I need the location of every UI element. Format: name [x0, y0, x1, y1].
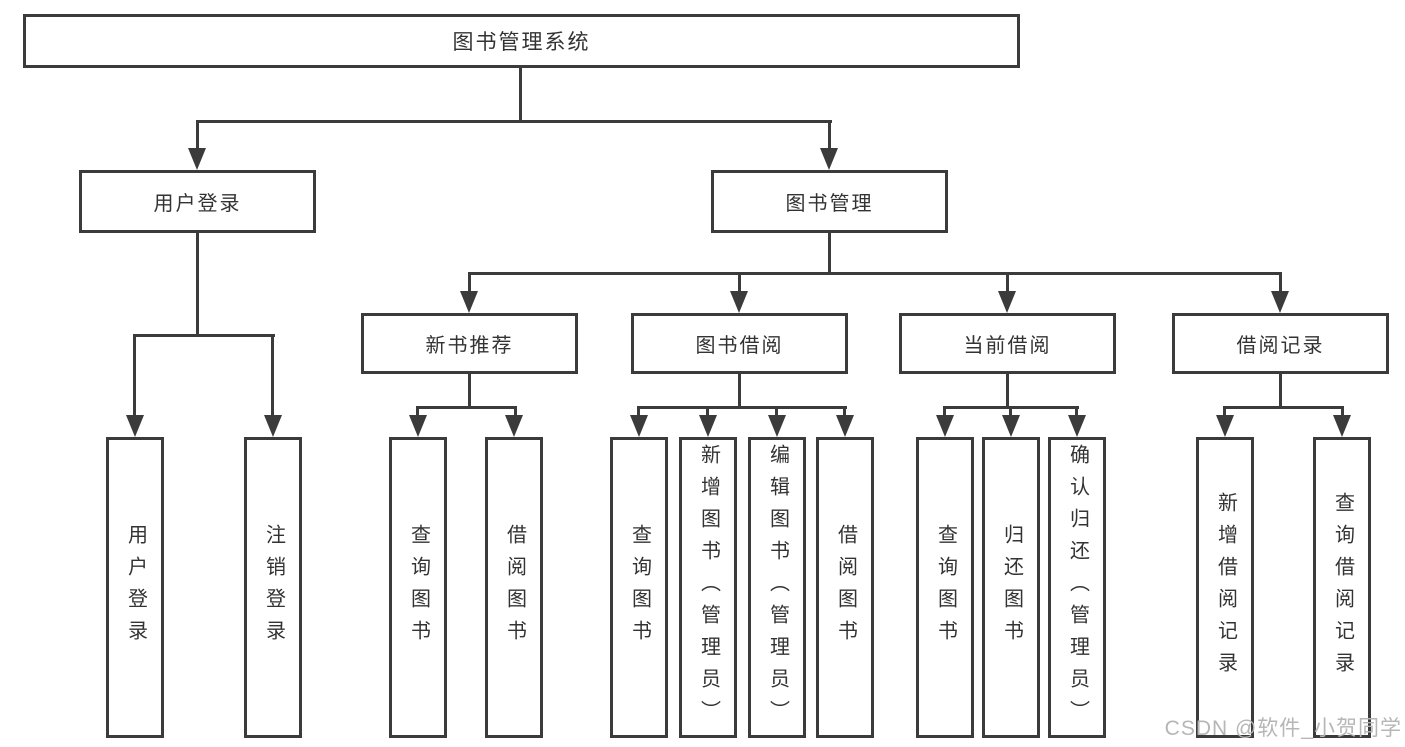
node-current-borrow: 当前借阅 [899, 313, 1116, 374]
leaf-confirm-return-admin: 确认归还（管理员） [1048, 437, 1106, 738]
arrow-down-icon [126, 415, 144, 437]
leaf-edit-book-admin-label: 编辑图书（管理员） [766, 443, 789, 732]
leaf-add-book-admin-label: 新增图书（管理员） [697, 443, 720, 732]
arrow-down-icon [1002, 415, 1020, 437]
leaf-logout-label: 注销登录 [262, 523, 285, 652]
arrow-down-icon [1216, 415, 1234, 437]
leaf-add-borrow-record: 新增借阅记录 [1196, 437, 1254, 738]
connector-line [828, 120, 831, 152]
node-new-book-recommend: 新书推荐 [361, 313, 578, 374]
leaf-logout: 注销登录 [244, 437, 302, 738]
connector-line [943, 406, 946, 419]
leaf-query-books-borrow-label: 查询图书 [628, 523, 651, 652]
connector-line [1341, 406, 1344, 419]
connector-line [271, 334, 274, 419]
leaf-borrow-books-borrow: 借阅图书 [816, 437, 874, 738]
leaf-query-borrow-record: 查询借阅记录 [1313, 437, 1371, 738]
connector-line [1279, 374, 1282, 409]
connector-line [133, 334, 136, 419]
connector-line [1009, 406, 1012, 419]
connector-line [1075, 406, 1078, 419]
connector-line [468, 272, 1282, 275]
arrow-down-icon [1333, 415, 1351, 437]
node-borrow-records: 借阅记录 [1172, 313, 1389, 374]
arrow-down-icon [1271, 291, 1289, 313]
connector-line [1279, 272, 1282, 294]
arrow-down-icon [998, 291, 1016, 313]
arrow-down-icon [768, 415, 786, 437]
connector-line [637, 406, 847, 409]
node-book-borrow-label: 图书借阅 [695, 335, 784, 357]
leaf-query-borrow-record-label: 查询借阅记录 [1331, 491, 1354, 684]
leaf-user-login: 用户登录 [106, 437, 164, 738]
connector-line [775, 406, 778, 419]
connector-line [738, 272, 741, 294]
arrow-down-icon [936, 415, 954, 437]
arrow-down-icon [460, 291, 478, 313]
leaf-query-books-recommend: 查询图书 [389, 437, 447, 738]
arrow-down-icon [630, 415, 648, 437]
node-borrow-records-label: 借阅记录 [1236, 335, 1325, 357]
connector-line [1223, 406, 1344, 409]
arrow-down-icon [1068, 415, 1086, 437]
arrow-down-icon [264, 415, 282, 437]
node-book-management: 图书管理 [711, 170, 948, 233]
connector-line [416, 406, 419, 419]
connector-line [468, 272, 471, 294]
leaf-query-books-current: 查询图书 [916, 437, 974, 738]
leaf-query-books-current-label: 查询图书 [934, 523, 957, 652]
node-new-book-recommend-label: 新书推荐 [425, 335, 514, 357]
connector-line [738, 374, 741, 409]
watermark: CSDN @软件_小贺同学 [1164, 717, 1402, 740]
node-root-label: 图书管理系统 [452, 31, 591, 54]
connector-line [637, 406, 640, 419]
node-current-borrow-label: 当前借阅 [963, 335, 1052, 357]
arrow-down-icon [505, 415, 523, 437]
connector-line [514, 406, 517, 419]
arrow-down-icon [820, 148, 838, 170]
leaf-borrow-books-recommend: 借阅图书 [485, 437, 543, 738]
connector-line [196, 233, 199, 337]
leaf-add-book-admin: 新增图书（管理员） [679, 437, 737, 738]
leaf-add-borrow-record-label: 新增借阅记录 [1214, 491, 1237, 684]
connector-line [843, 406, 846, 419]
connector-line [1006, 374, 1009, 409]
connector-line [468, 374, 471, 409]
connector-line [1006, 272, 1009, 294]
connector-line [706, 406, 709, 419]
node-root: 图书管理系统 [23, 14, 1020, 68]
leaf-query-books-recommend-label: 查询图书 [407, 523, 430, 652]
connector-line [416, 406, 517, 409]
leaf-user-login-label: 用户登录 [124, 523, 147, 652]
connector-line [519, 68, 522, 123]
connector-line [196, 120, 199, 152]
node-book-borrow: 图书借阅 [631, 313, 848, 374]
connector-line [196, 120, 832, 123]
arrow-down-icon [188, 148, 206, 170]
connector-line [828, 233, 831, 275]
leaf-borrow-books-borrow-label: 借阅图书 [834, 523, 857, 652]
arrow-down-icon [699, 415, 717, 437]
arrow-down-icon [409, 415, 427, 437]
arrow-down-icon [730, 291, 748, 313]
leaf-confirm-return-admin-label: 确认归还（管理员） [1066, 443, 1089, 732]
node-user-login-label: 用户登录 [153, 193, 242, 215]
node-user-login: 用户登录 [79, 170, 316, 233]
connector-line [133, 334, 275, 337]
leaf-query-books-borrow: 查询图书 [610, 437, 668, 738]
node-book-management-label: 图书管理 [785, 193, 874, 215]
arrow-down-icon [836, 415, 854, 437]
leaf-edit-book-admin: 编辑图书（管理员） [748, 437, 806, 738]
connector-line [1223, 406, 1226, 419]
leaf-return-book: 归还图书 [982, 437, 1040, 738]
leaf-return-book-label: 归还图书 [1000, 523, 1023, 652]
leaf-borrow-books-recommend-label: 借阅图书 [503, 523, 526, 652]
